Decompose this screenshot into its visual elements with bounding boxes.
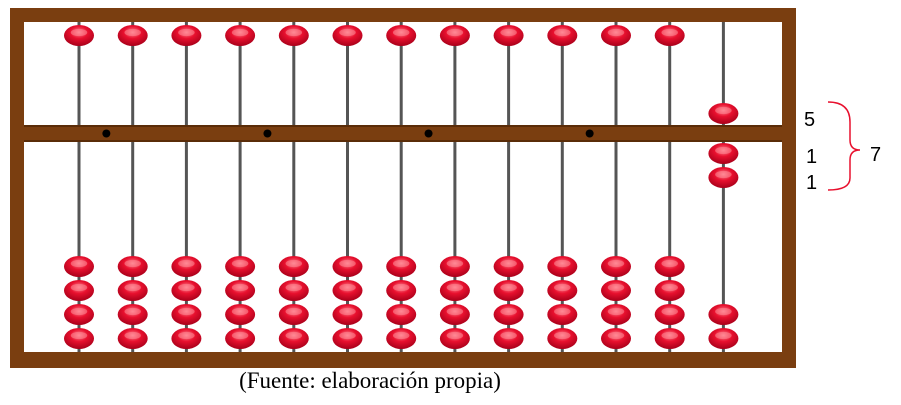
lower-bead	[332, 328, 363, 349]
upper-bead	[278, 25, 309, 46]
lower-bead	[547, 256, 578, 277]
beam-dot	[263, 129, 272, 138]
value-bracket	[827, 101, 861, 191]
lower-bead	[708, 328, 739, 349]
lower-bead	[547, 328, 578, 349]
lower-bead	[708, 143, 739, 164]
lower-bead-value-label-2: 1	[806, 172, 818, 194]
lower-bead	[225, 280, 256, 301]
lower-bead	[547, 280, 578, 301]
lower-bead	[708, 167, 739, 188]
lower-bead	[171, 304, 202, 325]
upper-bead	[708, 103, 739, 124]
lower-bead-value-label-1: 1	[806, 146, 818, 168]
lower-bead	[493, 304, 524, 325]
lower-bead	[64, 256, 94, 277]
lower-bead	[708, 304, 739, 325]
lower-bead	[493, 328, 524, 349]
lower-bead	[386, 328, 417, 349]
lower-bead	[117, 304, 148, 325]
beads-layer	[64, 25, 739, 349]
beam-dot	[585, 129, 594, 138]
lower-bead	[439, 304, 470, 325]
upper-bead	[493, 25, 524, 46]
upper-bead	[547, 25, 578, 46]
lower-bead	[439, 280, 470, 301]
lower-bead	[654, 256, 685, 277]
lower-bead	[439, 256, 470, 277]
lower-bead	[386, 256, 417, 277]
lower-bead	[601, 280, 631, 301]
upper-bead	[332, 25, 363, 46]
lower-bead	[117, 280, 148, 301]
upper-bead	[386, 25, 417, 46]
lower-bead	[171, 256, 202, 277]
lower-bead	[332, 280, 363, 301]
upper-bead	[601, 25, 631, 46]
lower-bead	[64, 304, 94, 325]
lower-bead	[601, 256, 631, 277]
lower-bead	[601, 328, 631, 349]
lower-bead	[547, 304, 578, 325]
lower-bead	[332, 304, 363, 325]
lower-bead	[493, 256, 524, 277]
beam-dot	[102, 129, 111, 138]
lower-bead	[64, 328, 94, 349]
upper-bead	[117, 25, 148, 46]
lower-bead	[493, 280, 524, 301]
lower-bead	[117, 256, 148, 277]
lower-bead	[278, 256, 309, 277]
upper-bead	[64, 25, 94, 46]
upper-bead	[654, 25, 685, 46]
lower-bead	[654, 328, 685, 349]
lower-bead	[278, 304, 309, 325]
beam-dot	[424, 129, 433, 138]
lower-bead	[386, 304, 417, 325]
upper-bead	[171, 25, 202, 46]
lower-bead	[278, 328, 309, 349]
beam-dots	[102, 129, 594, 138]
lower-bead	[654, 280, 685, 301]
lower-bead	[225, 328, 256, 349]
lower-bead	[225, 256, 256, 277]
lower-bead	[332, 256, 363, 277]
lower-bead	[117, 328, 148, 349]
lower-bead	[64, 280, 94, 301]
upper-bead-value-label: 5	[804, 109, 816, 131]
upper-bead	[225, 25, 256, 46]
total-value-label: 7	[870, 144, 882, 166]
lower-bead	[601, 304, 631, 325]
lower-bead	[439, 328, 470, 349]
lower-bead	[171, 280, 202, 301]
lower-bead	[278, 280, 309, 301]
lower-bead	[386, 280, 417, 301]
upper-bead	[439, 25, 470, 46]
figure-caption: (Fuente: elaboración propia)	[239, 368, 501, 393]
abacus-beam	[24, 125, 782, 142]
lower-bead	[225, 304, 256, 325]
lower-bead	[654, 304, 685, 325]
lower-bead	[171, 328, 202, 349]
